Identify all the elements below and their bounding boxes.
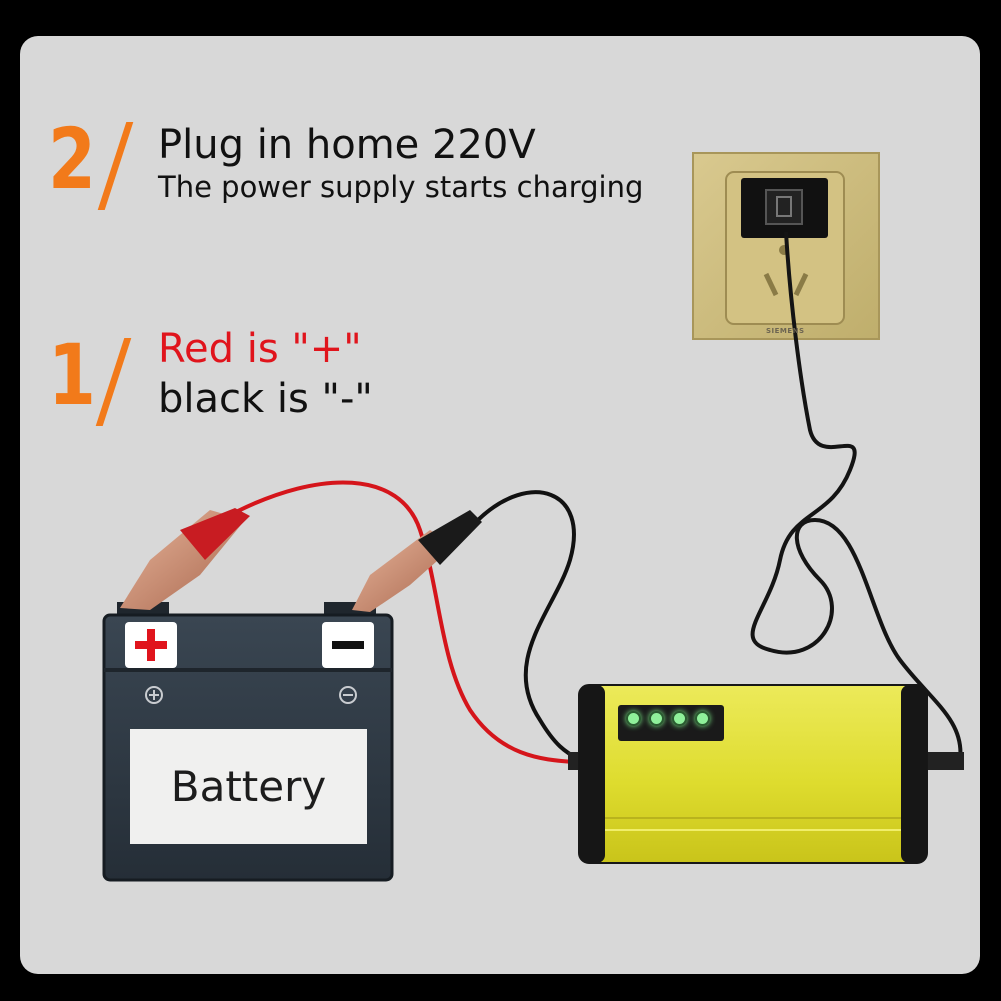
battery-label: Battery [130,729,367,844]
step-1-number: 1 [48,326,96,424]
positive-badge [125,622,177,668]
charger-led-icon [672,711,687,726]
black-alligator-clip-icon [352,510,482,612]
power-cord [750,231,963,761]
socket-brand: SIEMENS [766,327,805,335]
red-cable [235,480,576,764]
minus-icon [332,641,364,649]
step-2-number: 2 [48,110,96,208]
charger-led-icon [695,711,710,726]
charger-body [568,684,964,864]
step-1-red-rule: Red is "+" [158,326,362,372]
red-alligator-clip-icon [120,508,250,610]
wall-socket-icon [692,152,880,340]
charger-led-icon [649,711,664,726]
black-cable [476,490,581,762]
negative-badge [322,622,374,668]
step-1-black-rule: black is "-" [158,376,373,422]
step-2-subtitle: The power supply starts charging [158,170,644,204]
charger-led-icon [626,711,641,726]
plus-icon [135,629,167,661]
step-2-title: Plug in home 220V [158,122,536,168]
